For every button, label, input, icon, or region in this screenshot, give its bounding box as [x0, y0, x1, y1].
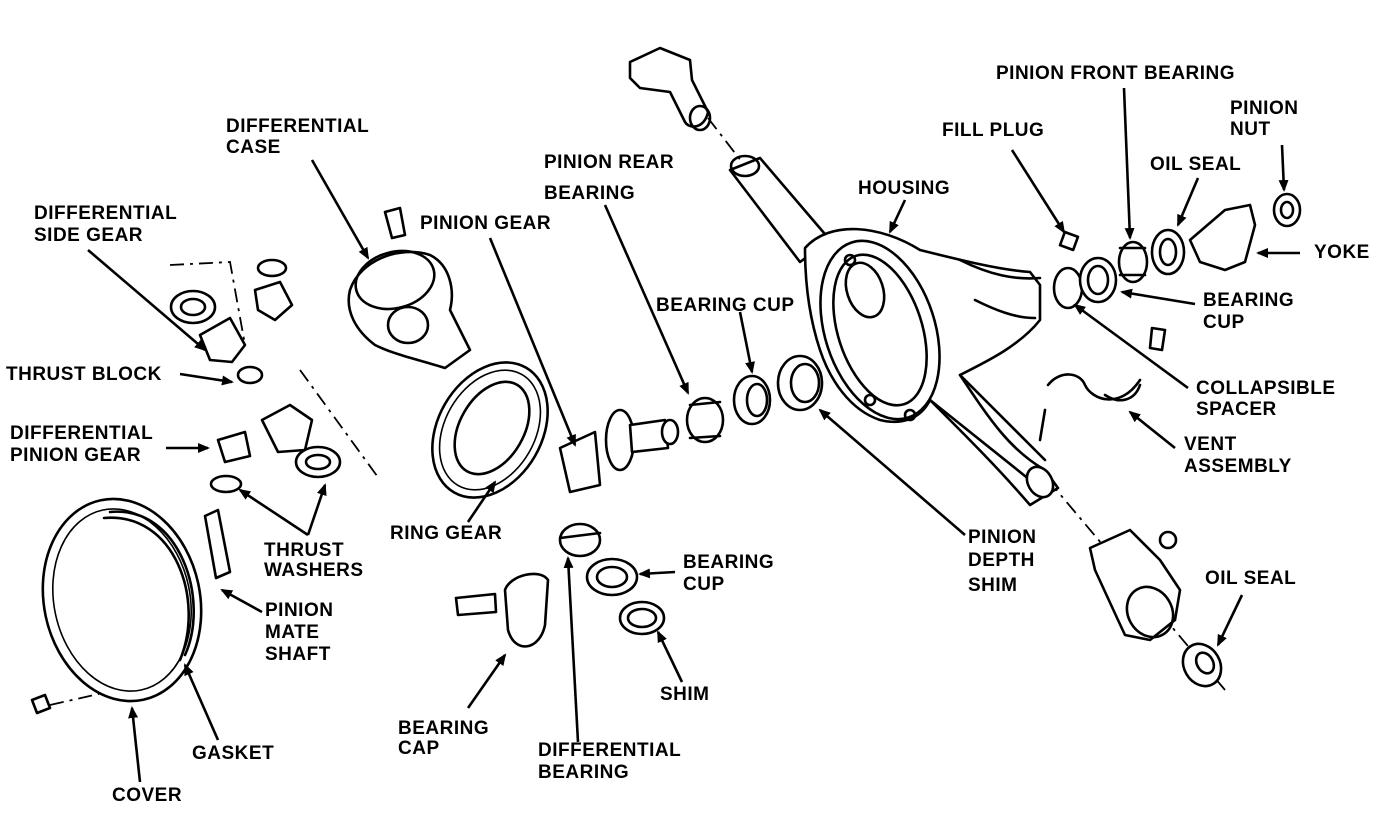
label-housing: HOUSING: [858, 178, 951, 199]
label-thrust-washers-line2: WASHERS: [264, 560, 364, 581]
axle-tube-top-part: [628, 46, 712, 132]
label-pinion-depth-shim-line1: PINION: [968, 527, 1037, 548]
pinion-rear-parts: [685, 354, 824, 444]
label-differential-pinion-gear-line1: DIFFERENTIAL: [10, 423, 154, 444]
label-cover: COVER: [112, 785, 183, 806]
label-gasket: GASKET: [192, 743, 275, 764]
label-bearing-cup-mid: BEARING CUP: [656, 295, 795, 316]
label-oil-seal-top: OIL SEAL: [1150, 154, 1242, 175]
label-collapsible-spacer-line2: SPACER: [1196, 399, 1277, 420]
vent-assembly-part: [1038, 326, 1167, 442]
label-pinion-depth-shim-line2: DEPTH: [968, 550, 1035, 571]
label-pinion-mate-shaft-line1: PINION: [265, 600, 334, 621]
pinion-front-parts: [1052, 192, 1302, 310]
label-fill-plug: FILL PLUG: [942, 120, 1045, 141]
label-differential-case-line2: CASE: [226, 137, 281, 158]
label-bearing-cap-line2: CAP: [398, 738, 440, 759]
label-pinion-rear-bearing-line1: PINION REAR: [544, 152, 675, 173]
label-pinion-nut-line1: PINION: [1230, 98, 1299, 119]
ring-gear-part: [431, 361, 549, 499]
label-pinion-rear-bearing-line2: BEARING: [544, 183, 636, 204]
label-pinion-mate-shaft-line2: MATE: [265, 622, 320, 643]
label-differential-bearing-line2: BEARING: [538, 762, 630, 783]
label-bearing-cup-right-line2: CUP: [1203, 312, 1245, 333]
label-oil-seal-bottom: OIL SEAL: [1205, 568, 1297, 589]
label-differential-case-line1: DIFFERENTIAL: [226, 116, 370, 137]
cover-and-gasket-part: [30, 497, 203, 715]
label-bearing-cup-lower-line1: BEARING: [683, 552, 775, 573]
lower-bearing-parts: [454, 522, 666, 648]
label-pinion-nut-line2: NUT: [1230, 119, 1271, 140]
label-thrust-block: THRUST BLOCK: [6, 364, 162, 385]
housing-part: [728, 154, 1060, 507]
leader-arrows: [87, 87, 1300, 783]
label-yoke: YOKE: [1314, 242, 1370, 263]
oil-seal-bottom-part: [1181, 642, 1223, 688]
label-pinion-depth-shim-line3: SHIM: [968, 575, 1018, 596]
label-pinion-mate-shaft-line3: SHAFT: [265, 644, 331, 665]
label-pinion-front-bearing: PINION FRONT BEARING: [996, 63, 1236, 84]
pinion-gear-part: [558, 408, 680, 494]
label-vent-assembly-line2: ASSEMBLY: [1184, 456, 1292, 477]
label-bearing-cup-lower-line2: CUP: [683, 574, 725, 595]
label-collapsible-spacer-line1: COLLAPSIBLE: [1196, 378, 1336, 399]
label-differential-side-gear-line1: DIFFERENTIAL: [34, 203, 178, 224]
label-differential-side-gear-line2: SIDE GEAR: [34, 225, 144, 246]
differential-gear-cluster: [169, 258, 342, 580]
label-bearing-cup-right-line1: BEARING: [1203, 290, 1295, 311]
label-bearing-cap-line1: BEARING: [398, 718, 490, 739]
label-shim: SHIM: [660, 684, 710, 705]
label-differential-pinion-gear-line2: PINION GEAR: [10, 445, 142, 466]
label-thrust-washers-line1: THRUST: [264, 540, 345, 561]
axle-tube-bottom-part: [1088, 528, 1182, 642]
label-differential-bearing-line1: DIFFERENTIAL: [538, 740, 682, 761]
differential-case-part: [347, 206, 472, 370]
label-vent-assembly-line1: VENT: [1184, 434, 1237, 455]
label-pinion-gear: PINION GEAR: [420, 213, 552, 234]
label-ring-gear: RING GEAR: [390, 523, 503, 544]
